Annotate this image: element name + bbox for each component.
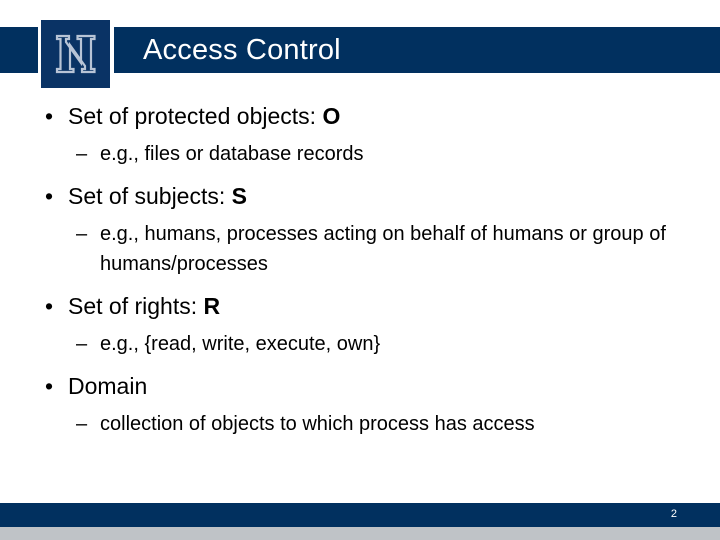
sub-bullet-text: e.g., humans, processes acting on behalf…	[100, 223, 666, 275]
bullet-group: • Set of rights: R –e.g., {read, write, e…	[0, 290, 720, 359]
bullet-text: Set of subjects:	[68, 183, 232, 209]
bullet-item: • Set of rights: R	[0, 290, 720, 323]
page-number: 2	[670, 508, 677, 520]
sub-bullet-marker-icon: –	[76, 413, 88, 435]
sub-bullet-item: –e.g., {read, write, execute, own}	[0, 329, 720, 359]
page-title: Access Control	[143, 34, 341, 66]
sub-bullet-item: –e.g., files or database records	[0, 139, 720, 169]
sub-bullet-item: –collection of objects to which process …	[0, 409, 720, 439]
bullet-marker-icon: •	[45, 293, 54, 319]
slide-footer-bar	[0, 503, 720, 527]
bullet-marker-icon: •	[45, 183, 54, 209]
bullet-text: Set of protected objects:	[68, 103, 323, 129]
bullet-group: • Domain –collection of objects to which …	[0, 370, 720, 439]
bullet-text: Set of rights:	[68, 293, 204, 319]
bullet-text: Domain	[68, 373, 148, 399]
bullet-item: • Domain	[0, 370, 720, 403]
sub-bullet-text: e.g., files or database records	[100, 143, 364, 165]
bullet-emphasis: O	[322, 103, 341, 129]
sub-bullet-marker-icon: –	[76, 333, 88, 355]
bullet-marker-icon: •	[45, 373, 54, 399]
bullet-group: • Set of subjects: S –e.g., humans, proce…	[0, 180, 720, 279]
slide-header-bar	[0, 27, 720, 73]
sub-bullet-text: collection of objects to which process h…	[100, 413, 535, 435]
footer-accent-strip	[0, 527, 720, 540]
sub-bullet-marker-icon: –	[76, 223, 88, 245]
bullet-item: • Set of protected objects: O	[0, 100, 720, 133]
university-n-logo-icon	[41, 20, 110, 88]
bullet-emphasis: S	[231, 183, 247, 209]
bullet-marker-icon: •	[45, 103, 54, 129]
bullet-item: • Set of subjects: S	[0, 180, 720, 213]
bullet-emphasis: R	[203, 293, 221, 319]
slide-body: •Set of protected objects: O –e.g., file…	[0, 100, 720, 450]
sub-bullet-marker-icon: –	[76, 143, 88, 165]
sub-bullet-text: e.g., {read, write, execute, own}	[100, 333, 381, 355]
sub-bullet-item: –e.g., humans, processes acting on behal…	[0, 219, 720, 279]
bullet-group: • Set of protected objects: O –e.g., file…	[0, 100, 720, 169]
